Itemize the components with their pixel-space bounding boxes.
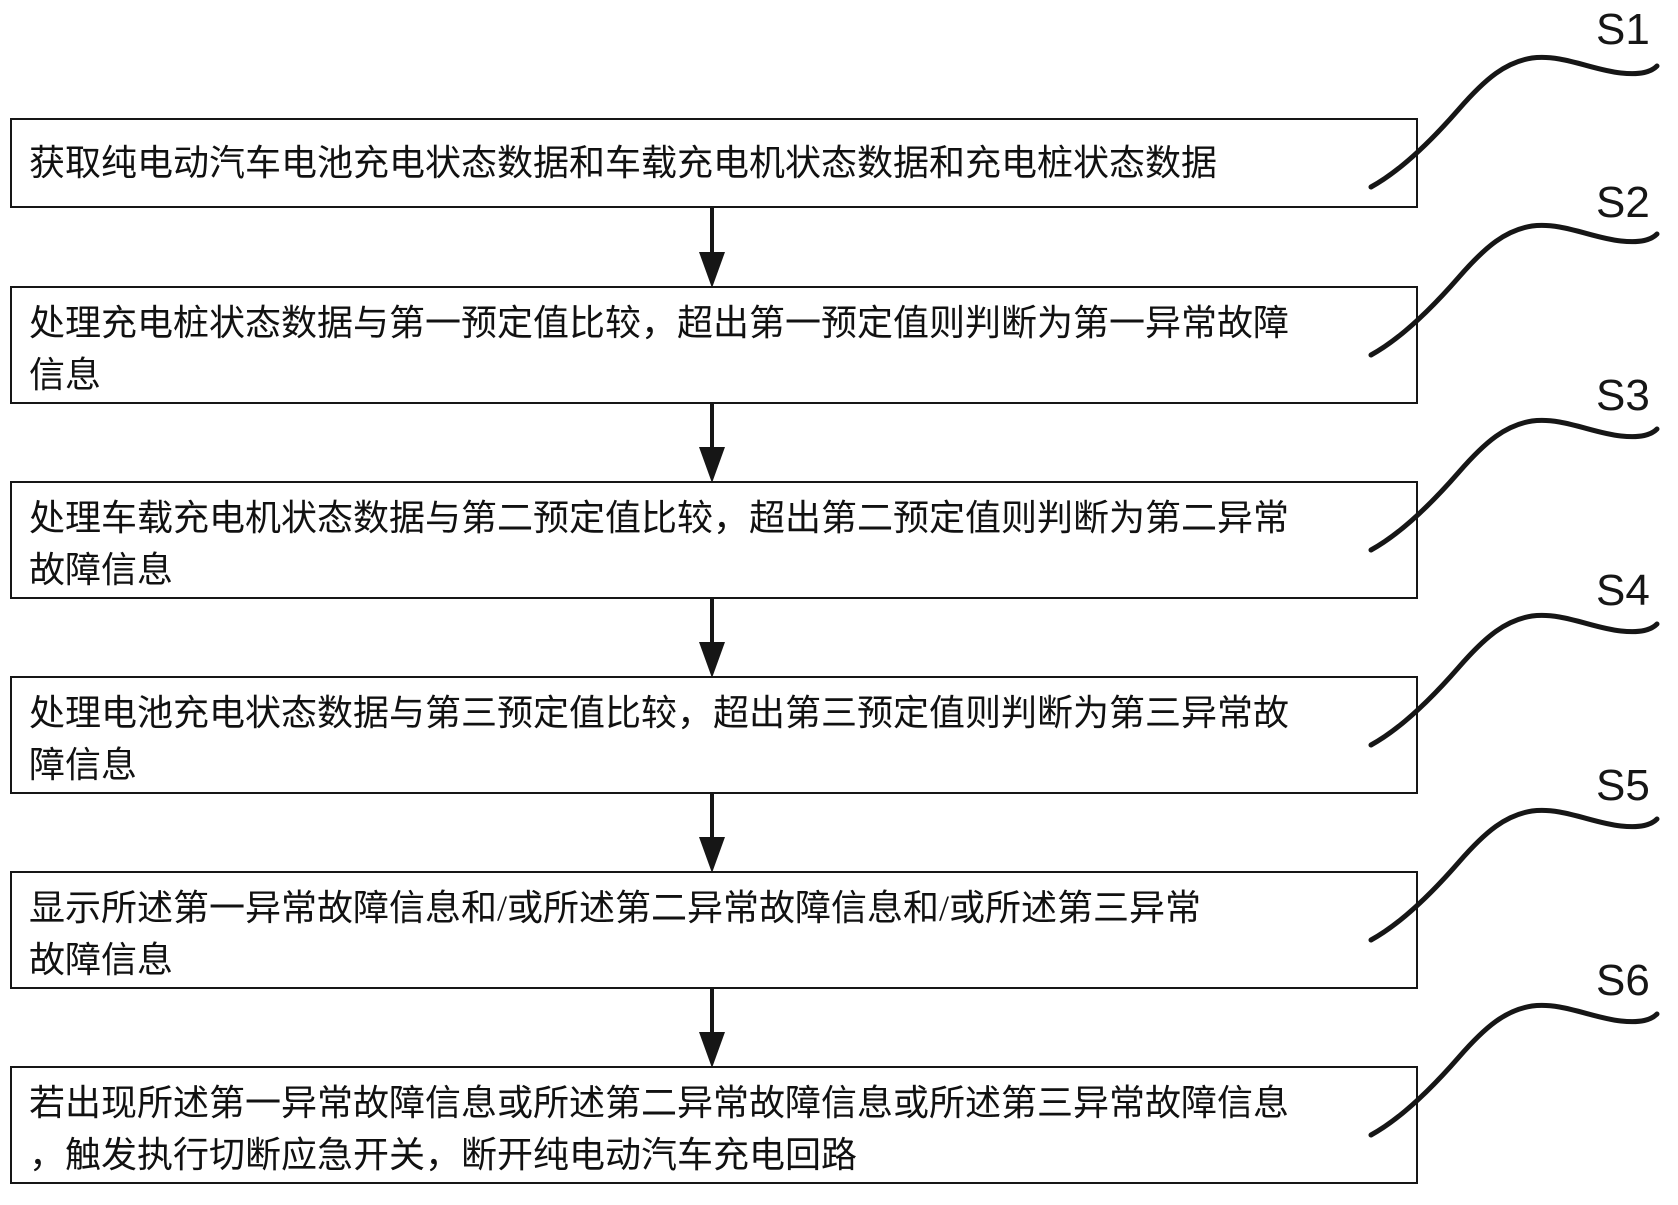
flow-step-box-1: 获取纯电动汽车电池充电状态数据和车载充电机状态数据和充电桩状态数据 bbox=[10, 118, 1418, 208]
step-label-s6: S6 bbox=[1596, 956, 1650, 1005]
step-label-s1: S1 bbox=[1596, 5, 1650, 54]
flow-step-box-6: 若出现所述第一异常故障信息或所述第二异常故障信息或所述第三异常故障信息 ，触发执… bbox=[10, 1066, 1418, 1184]
flow-arrow-1 bbox=[699, 206, 725, 288]
step-label-s5: S5 bbox=[1596, 761, 1650, 810]
flow-step-text-5: 显示所述第一异常故障信息和/或所述第二异常故障信息和/或所述第三异常 故障信息 bbox=[29, 888, 1202, 980]
step-label-s3: S3 bbox=[1596, 371, 1650, 420]
flow-step-box-3: 处理车载充电机状态数据与第二预定值比较，超出第二预定值则判断为第二异常 故障信息 bbox=[10, 481, 1418, 599]
flow-step-text-3: 处理车载充电机状态数据与第二预定值比较，超出第二预定值则判断为第二异常 故障信息 bbox=[29, 498, 1290, 590]
flow-step-text-1: 获取纯电动汽车电池充电状态数据和车载充电机状态数据和充电桩状态数据 bbox=[29, 143, 1218, 183]
flow-arrow-4 bbox=[699, 792, 725, 873]
flow-step-box-5: 显示所述第一异常故障信息和/或所述第二异常故障信息和/或所述第三异常 故障信息 bbox=[10, 871, 1418, 989]
flow-step-text-4: 处理电池充电状态数据与第三预定值比较，超出第三预定值则判断为第三异常故 障信息 bbox=[29, 693, 1290, 785]
flow-step-text-6: 若出现所述第一异常故障信息或所述第二异常故障信息或所述第三异常故障信息 ，触发执… bbox=[29, 1083, 1290, 1175]
step-label-s4: S4 bbox=[1596, 566, 1650, 615]
flow-step-text-2: 处理充电桩状态数据与第一预定值比较，超出第一预定值则判断为第一异常故障 信息 bbox=[29, 303, 1290, 395]
flow-step-box-2: 处理充电桩状态数据与第一预定值比较，超出第一预定值则判断为第一异常故障 信息 bbox=[10, 286, 1418, 404]
flow-arrow-5 bbox=[699, 987, 725, 1068]
flow-arrow-2 bbox=[699, 402, 725, 483]
flow-arrow-3 bbox=[699, 597, 725, 678]
flow-step-box-4: 处理电池充电状态数据与第三预定值比较，超出第三预定值则判断为第三异常故 障信息 bbox=[10, 676, 1418, 794]
step-label-s2: S2 bbox=[1596, 178, 1650, 227]
